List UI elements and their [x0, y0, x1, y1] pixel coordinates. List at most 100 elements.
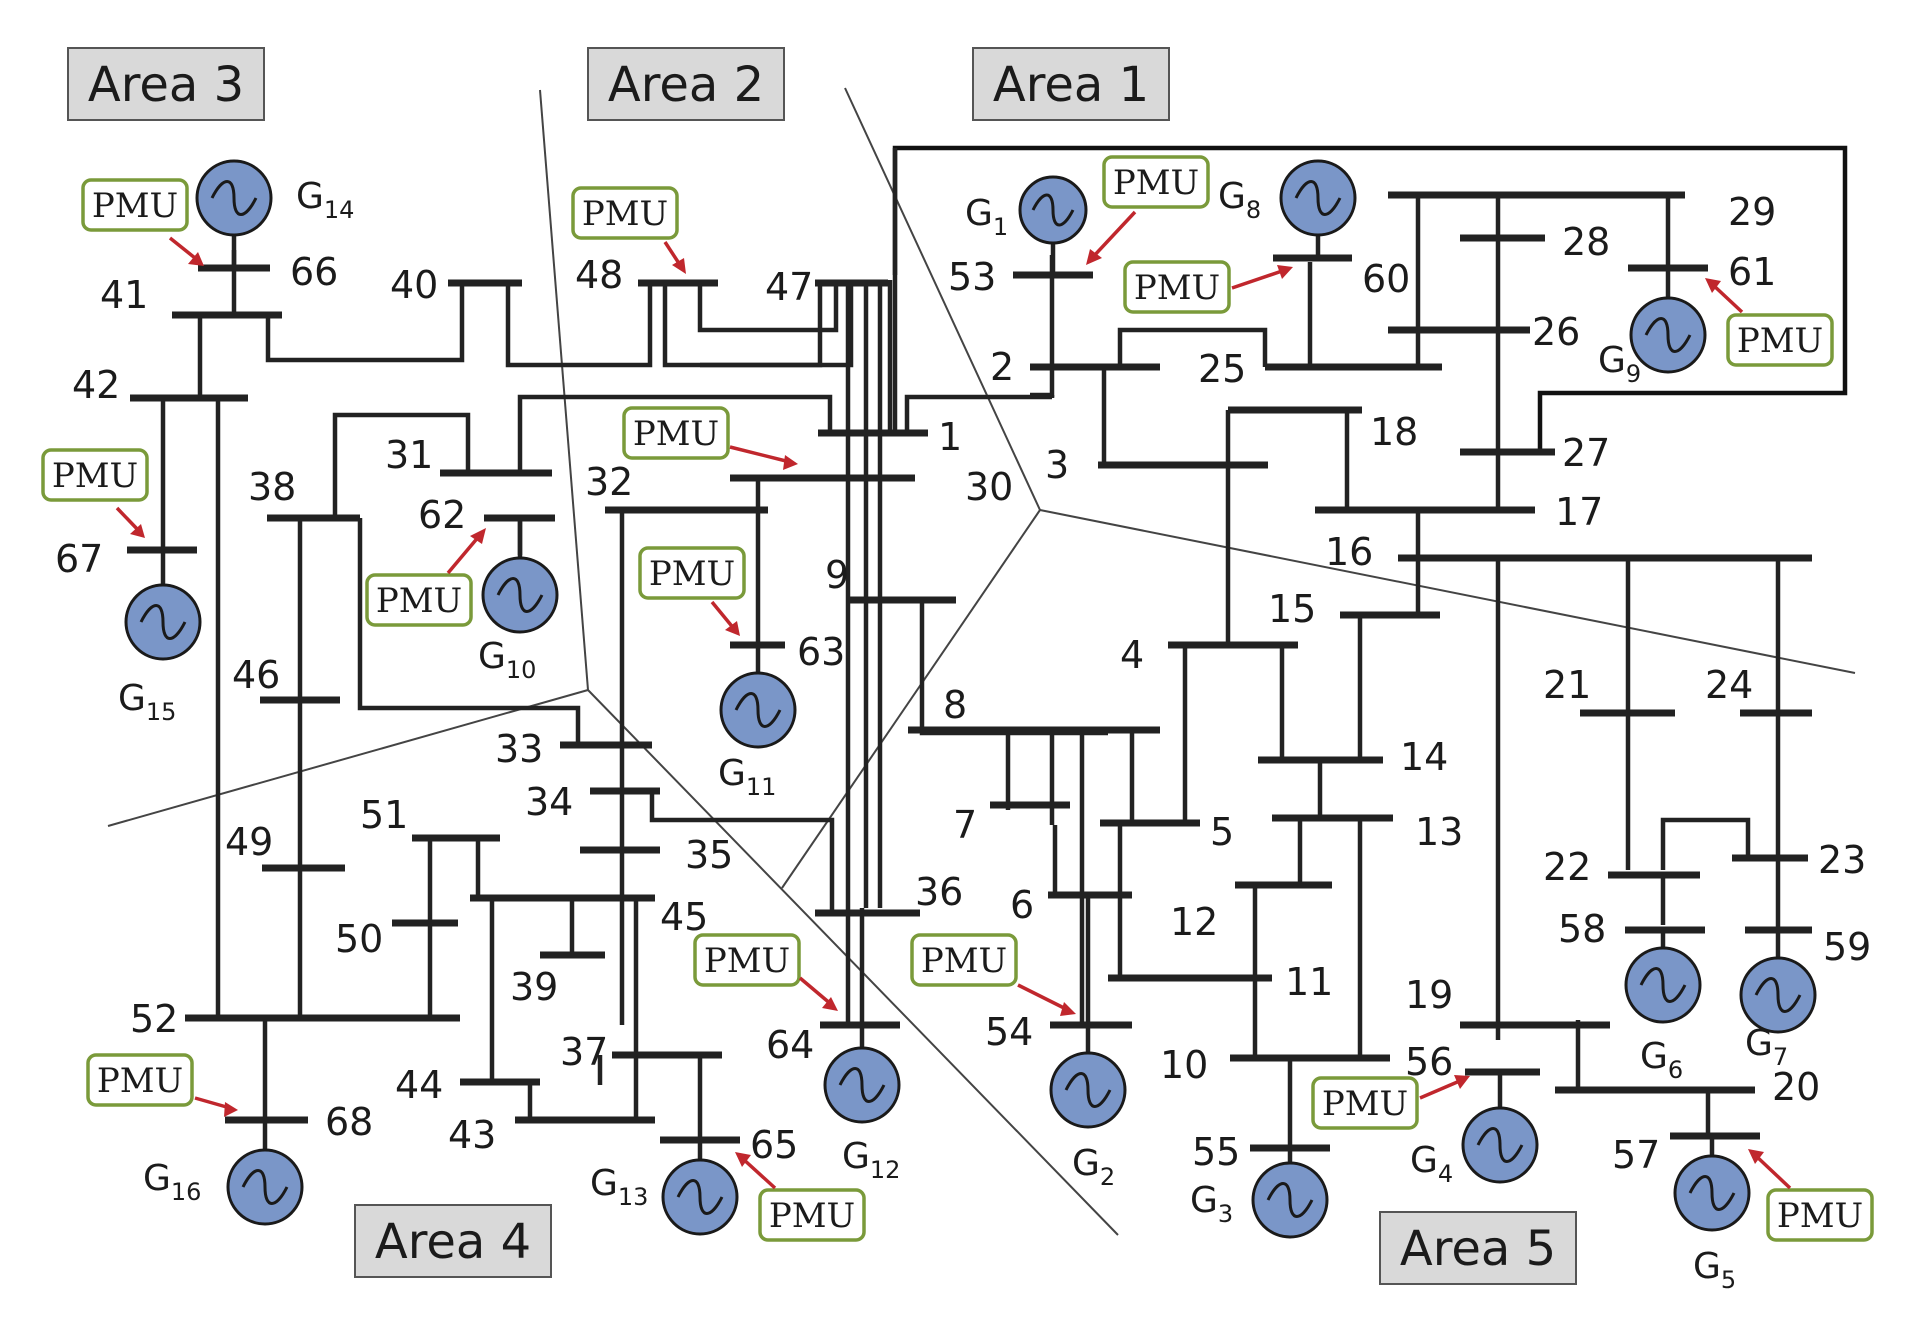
generator-g13	[661, 1158, 739, 1236]
svg-text:PMU: PMU	[1737, 321, 1823, 361]
generator-g3	[1251, 1161, 1329, 1239]
pmu-arrow	[1753, 1153, 1792, 1190]
line	[332, 412, 471, 518]
svg-text:PMU: PMU	[921, 941, 1007, 981]
arrow-head-icon	[783, 455, 798, 470]
arrow-head-icon	[1086, 249, 1102, 265]
bus-label: 6	[1010, 883, 1034, 927]
pmu-box: PMU	[81, 178, 189, 232]
arrow-head-icon	[1277, 265, 1293, 279]
generator-label: G12	[842, 1136, 900, 1184]
boundary-line	[781, 509, 1041, 889]
pmu-box: PMU	[1311, 1076, 1419, 1130]
line	[700, 280, 854, 368]
generator-g4	[1461, 1106, 1539, 1184]
bus-label: 20	[1772, 1065, 1820, 1109]
bus-label: 62	[418, 493, 466, 537]
bus-label: 52	[130, 997, 178, 1041]
svg-text:PMU: PMU	[97, 1061, 183, 1101]
bus-label: 67	[55, 537, 103, 581]
generator-g1	[1018, 175, 1088, 245]
bus-label: 41	[100, 273, 148, 317]
line	[505, 283, 653, 368]
area-label-text: Area 1	[993, 57, 1149, 113]
bus-label: 18	[1370, 410, 1418, 454]
bus-label: 57	[1612, 1133, 1660, 1177]
bus-label: 11	[1285, 960, 1333, 1004]
boundary-line	[539, 89, 589, 691]
bus-label: 39	[510, 965, 558, 1009]
arrow-head-icon	[725, 621, 740, 636]
bus-label: 61	[1728, 250, 1776, 294]
bus-label: 8	[943, 683, 967, 727]
generator-g15	[124, 583, 202, 661]
pmu-arrow	[798, 976, 834, 1007]
arrow-head-icon	[735, 1152, 751, 1167]
generator-label: G13	[590, 1163, 648, 1211]
boundary-line	[107, 689, 589, 827]
pmu-box: PMU	[41, 448, 149, 502]
svg-text:PMU: PMU	[769, 1196, 855, 1236]
svg-text:PMU: PMU	[1113, 163, 1199, 203]
bus-label: 59	[1823, 925, 1871, 969]
area-label-text: Area 3	[88, 57, 244, 113]
bus-label: 17	[1555, 490, 1603, 534]
bus-label: 38	[248, 465, 296, 509]
boundary-line	[1039, 509, 1856, 674]
bus-label: 13	[1415, 810, 1463, 854]
pmu-box: PMU	[365, 573, 473, 627]
bus-label: 3	[1045, 443, 1069, 487]
generator-label: G4	[1410, 1140, 1453, 1188]
arrow-head-icon	[1748, 1149, 1764, 1164]
bus-label: 4	[1120, 633, 1144, 677]
bus-label: 14	[1400, 735, 1448, 779]
generator-g14	[195, 159, 273, 237]
arrow-head-icon	[1454, 1075, 1470, 1089]
pmu-box: PMU	[1123, 260, 1231, 314]
arrow-head-icon	[188, 252, 204, 266]
bus-labels: 1 2 3 4 5 6 7 8 9 10 11 12 13 14 15 16 1…	[55, 190, 1871, 1177]
generator-label: G6	[1640, 1036, 1683, 1084]
generator-g8	[1279, 159, 1357, 237]
bus-label: 66	[290, 250, 338, 294]
bus-label: 36	[915, 870, 963, 914]
generator-g11	[719, 671, 797, 749]
bus-label: 55	[1192, 1130, 1240, 1174]
bus-label: 5	[1210, 810, 1234, 854]
line	[904, 394, 1052, 433]
pmu-box: PMU	[1102, 155, 1210, 209]
area-3-label: Area 3	[67, 47, 265, 121]
generator-label: G11	[718, 753, 776, 801]
arrow-head-icon	[1060, 1002, 1076, 1016]
generator-label: G2	[1072, 1143, 1115, 1191]
generator-g7	[1739, 956, 1817, 1034]
bus-label: 31	[385, 433, 433, 477]
bus-label: 58	[1558, 907, 1606, 951]
generator-g12	[823, 1046, 901, 1124]
bus-label: 51	[360, 793, 408, 837]
bus-label: 16	[1325, 530, 1373, 574]
bus-label: 40	[390, 263, 438, 307]
svg-text:PMU: PMU	[582, 194, 668, 234]
bus-label: 68	[325, 1100, 373, 1144]
area-2-label: Area 2	[587, 47, 785, 121]
generator-label: G3	[1190, 1180, 1233, 1228]
pmu-arrow	[1090, 210, 1137, 260]
pmu-box: PMU	[571, 186, 679, 240]
pmu-arrow	[115, 506, 142, 534]
bus-label: 10	[1160, 1043, 1208, 1087]
line	[649, 791, 835, 913]
bus-label: 32	[585, 460, 633, 504]
generator-g2	[1049, 1051, 1127, 1129]
bus-label: 49	[225, 820, 273, 864]
arrow-head-icon	[822, 997, 838, 1011]
arrow-head-icon	[470, 528, 486, 544]
bus-label: 42	[72, 363, 120, 407]
generator-label: G14	[296, 176, 354, 224]
bus-label: 54	[985, 1010, 1033, 1054]
pmu-arrow	[1710, 282, 1744, 314]
pmu-arrow	[710, 600, 737, 632]
svg-text:PMU: PMU	[704, 941, 790, 981]
bus-label: 34	[525, 780, 573, 824]
